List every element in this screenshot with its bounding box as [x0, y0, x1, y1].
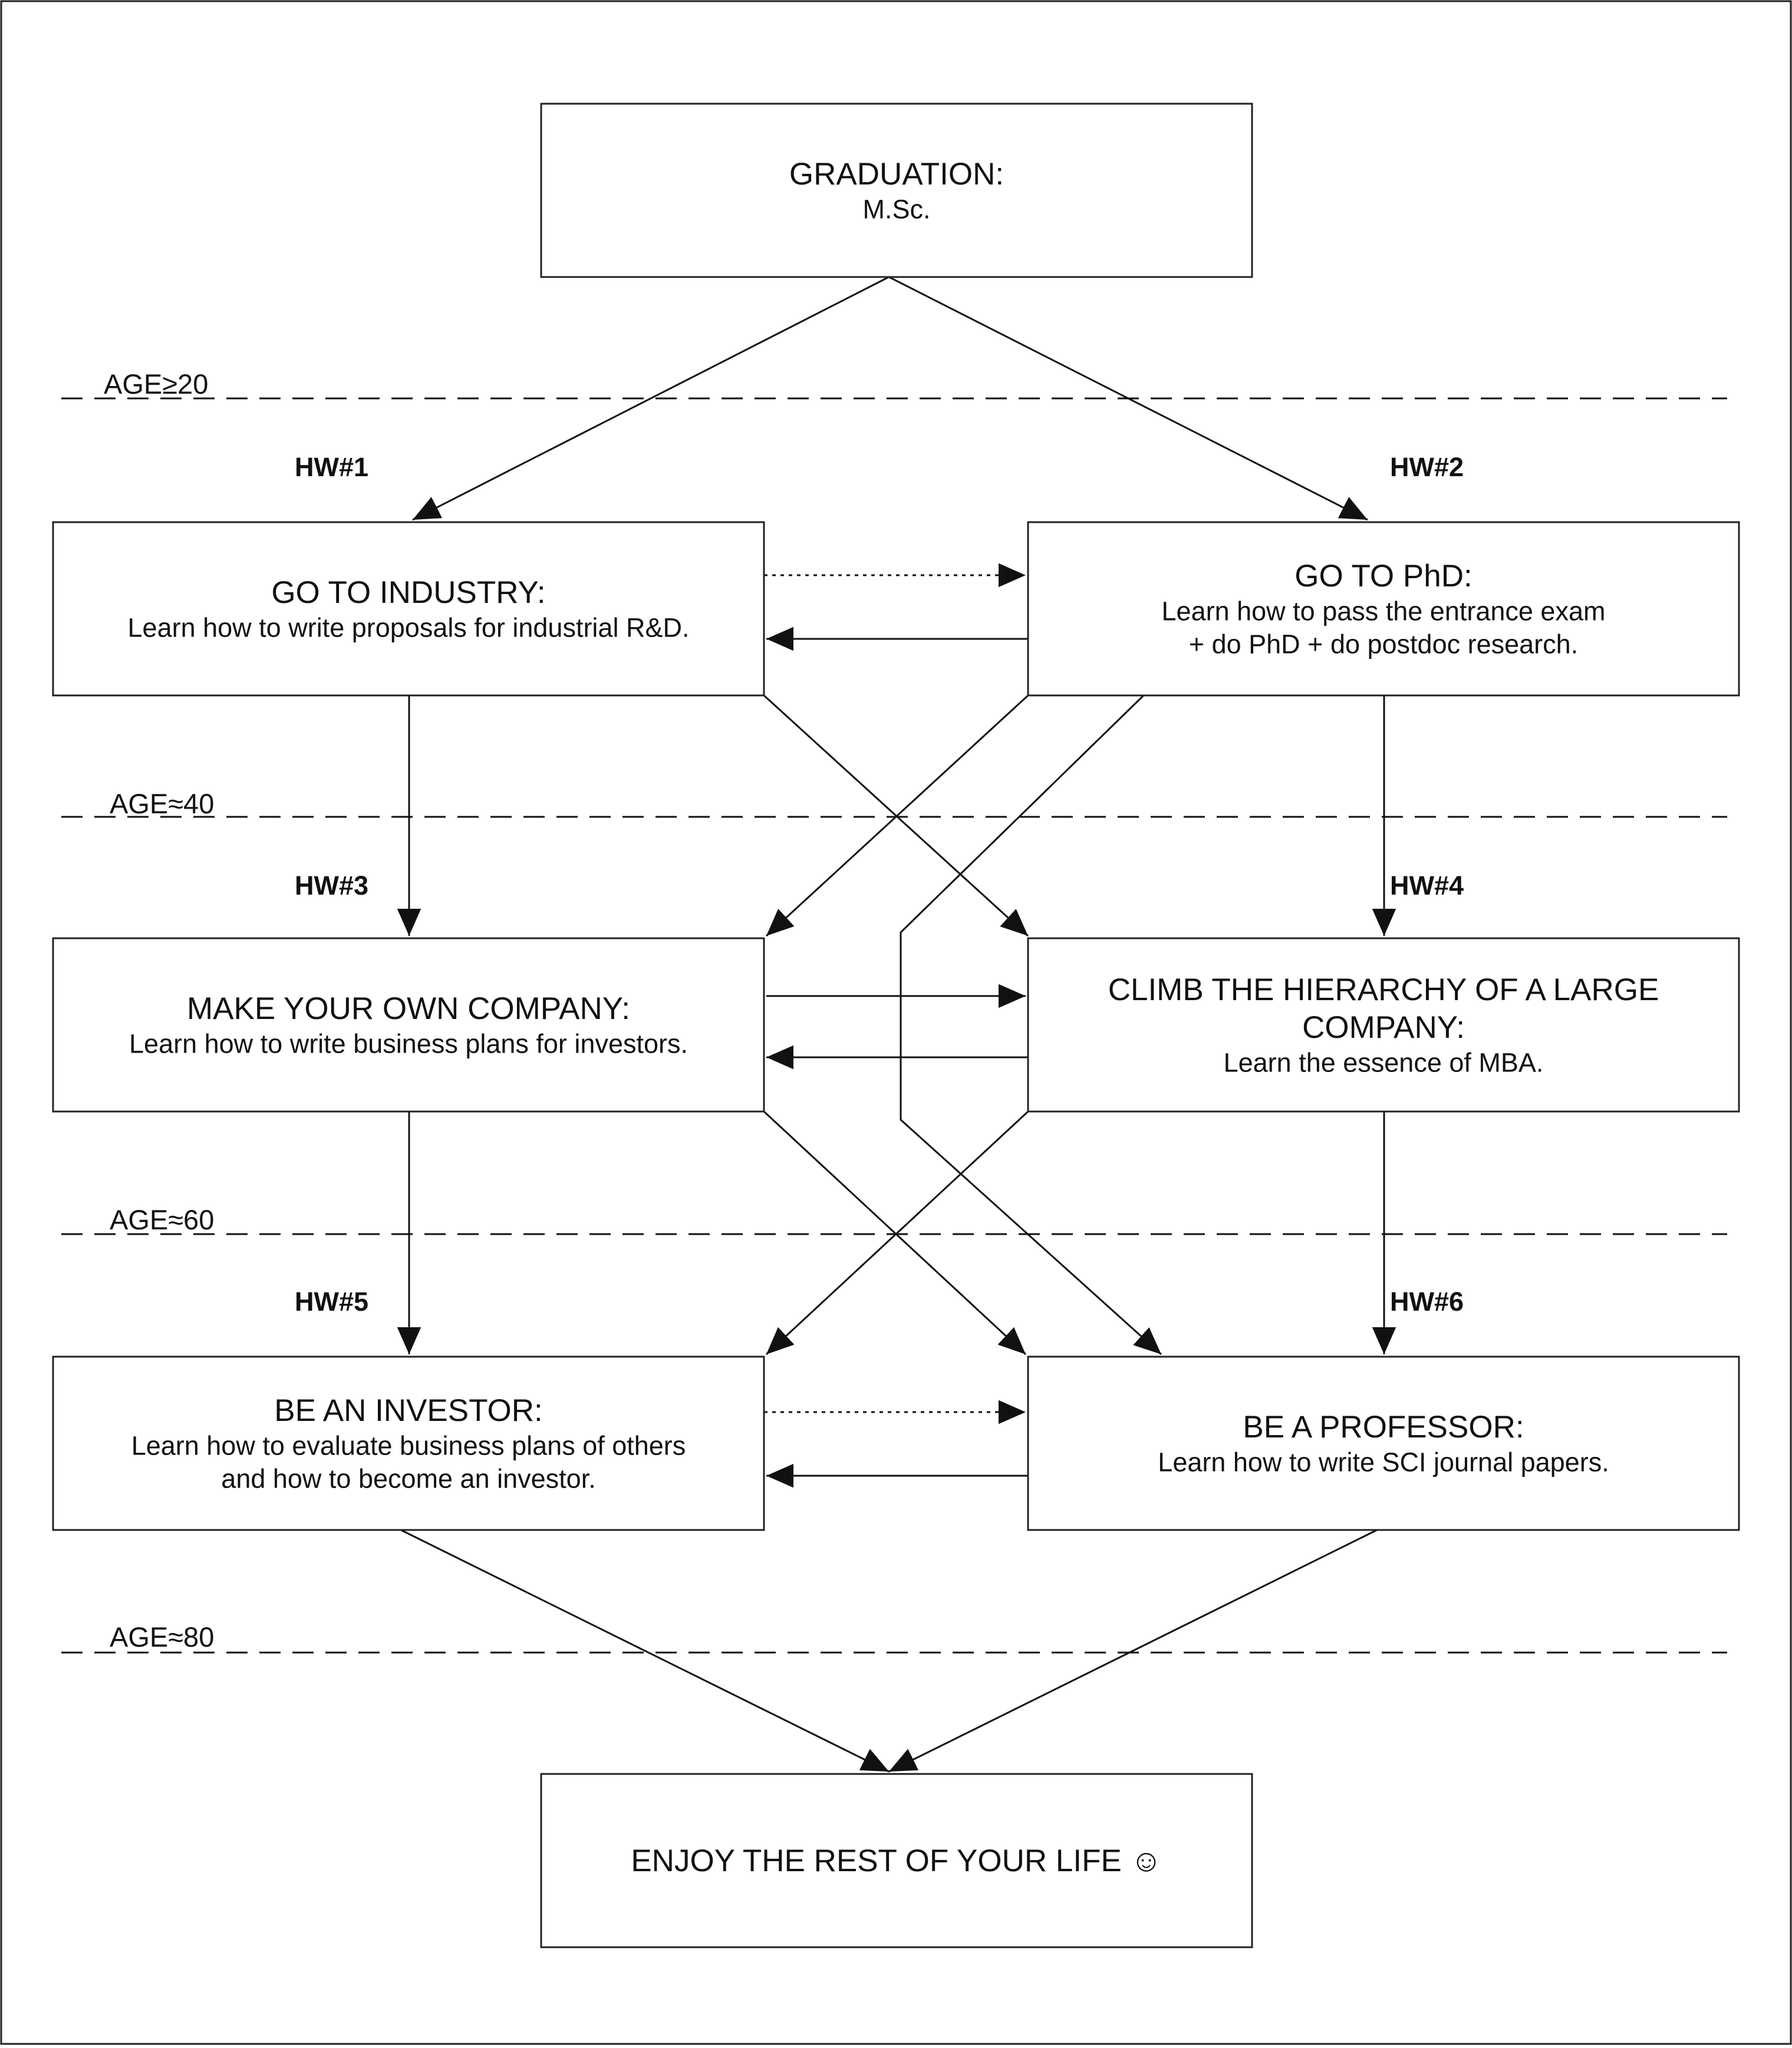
hw-label-hw2: HW#2	[1390, 452, 1464, 482]
node-title-industry: GO TO INDUSTRY:	[271, 575, 545, 610]
edge-graduation-to-phd	[888, 276, 1368, 521]
age-label-age40: AGE≈40	[110, 788, 214, 819]
node-title-professor: BE A PROFESSOR:	[1243, 1410, 1524, 1445]
edge-hierarchy-to-investor	[765, 1110, 1029, 1356]
node-subtitle-investor: Learn how to evaluate business plans of …	[131, 1431, 686, 1461]
node-title-enjoy: ENJOY THE REST OF YOUR LIFE ☺	[631, 1843, 1162, 1878]
node-phd: GO TO PhD:Learn how to pass the entrance…	[1027, 521, 1740, 697]
node-box-hierarchy	[1027, 937, 1740, 1113]
node-subtitle-phd: Learn how to pass the entrance exam	[1162, 596, 1606, 626]
node-subtitle-phd: + do PhD + do postdoc research.	[1189, 629, 1578, 659]
node-subtitle-investor: and how to become an investor.	[221, 1464, 595, 1494]
hw-label-hw4: HW#4	[1390, 870, 1464, 901]
node-title-hierarchy: COMPANY:	[1302, 1010, 1465, 1045]
node-box-investor	[52, 1356, 765, 1531]
edge-phd-to-company	[765, 694, 1029, 937]
node-industry: GO TO INDUSTRY:Learn how to write propos…	[52, 521, 765, 697]
node-box-company	[52, 937, 765, 1113]
node-title-phd: GO TO PhD:	[1294, 559, 1472, 593]
age-label-age20: AGE≥20	[104, 368, 208, 400]
node-box-graduation	[540, 103, 1253, 278]
node-box-industry	[52, 521, 765, 697]
node-subtitle-company: Learn how to write business plans for in…	[129, 1029, 688, 1059]
hw-label-hw3: HW#3	[295, 870, 368, 901]
node-investor: BE AN INVESTOR:Learn how to evaluate bus…	[52, 1356, 765, 1531]
node-title-company: MAKE YOUR OWN COMPANY:	[187, 991, 630, 1026]
node-box-enjoy	[540, 1773, 1253, 1948]
node-professor: BE A PROFESSOR:Learn how to write SCI jo…	[1027, 1356, 1740, 1531]
edge-investor-to-enjoy	[400, 1529, 890, 1773]
node-company: MAKE YOUR OWN COMPANY:Learn how to write…	[52, 937, 765, 1113]
edge-company-to-professor	[763, 1110, 1027, 1356]
node-subtitle-graduation: M.Sc.	[862, 194, 930, 225]
node-title-graduation: GRADUATION:	[789, 157, 1004, 192]
node-title-investor: BE AN INVESTOR:	[274, 1393, 543, 1428]
edge-professor-to-enjoy	[888, 1529, 1378, 1773]
edge-graduation-to-industry	[412, 276, 890, 521]
node-subtitle-hierarchy: Learn the essence of MBA.	[1224, 1048, 1544, 1078]
node-box-professor	[1027, 1356, 1740, 1531]
node-title-hierarchy: CLIMB THE HIERARCHY OF A LARGE	[1108, 972, 1659, 1007]
node-subtitle-professor: Learn how to write SCI journal papers.	[1158, 1447, 1609, 1478]
edge-phd-to-professor	[900, 694, 1162, 1356]
age-label-age80: AGE≈80	[110, 1621, 214, 1653]
node-graduation: GRADUATION:M.Sc.	[540, 103, 1253, 278]
node-box-phd	[1027, 521, 1740, 697]
node-hierarchy: CLIMB THE HIERARCHY OF A LARGECOMPANY:Le…	[1027, 937, 1740, 1113]
hw-label-hw6: HW#6	[1390, 1287, 1464, 1317]
hw-label-hw5: HW#5	[295, 1287, 368, 1317]
age-label-age60: AGE≈60	[110, 1204, 214, 1235]
node-enjoy: ENJOY THE REST OF YOUR LIFE ☺	[540, 1773, 1253, 1948]
hw-label-hw1: HW#1	[295, 452, 368, 482]
node-subtitle-industry: Learn how to write proposals for industr…	[128, 613, 690, 643]
